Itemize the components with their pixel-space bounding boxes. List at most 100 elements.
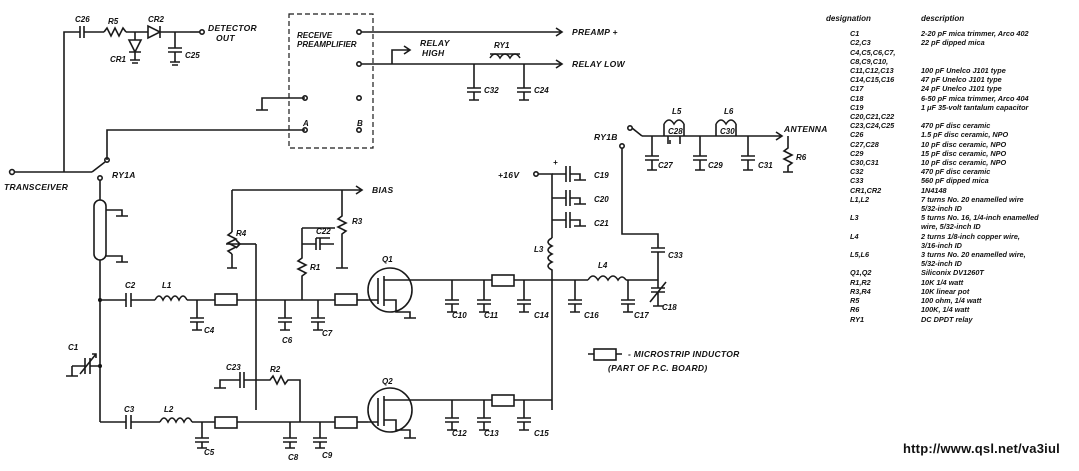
- parts-table-header: designation description: [826, 14, 1071, 23]
- parts-list-table: designation description C1 2-20 pF mica t…: [826, 14, 1071, 324]
- label-c13: C13: [484, 429, 499, 438]
- table-row: 3/16-inch ID: [826, 241, 1071, 250]
- label-c5: C5: [204, 448, 215, 457]
- label-c4: C4: [204, 326, 215, 335]
- designation-cell: C2,C3: [850, 38, 871, 48]
- description-cell: 470 pF disc ceramic: [921, 121, 991, 131]
- description-cell: 6-50 pF mica trimmer, Arco 404: [921, 93, 1029, 103]
- q2-chain: C3 L2 C5 C8 C9 R2 C23 Q2 C12 C13 C15: [100, 363, 552, 462]
- label-c23: C23: [226, 363, 241, 372]
- table-row: C18 6-50 pF mica trimmer, Arco 404: [826, 94, 1071, 103]
- label-c6: C6: [282, 336, 293, 345]
- label-ry1: RY1: [494, 41, 510, 50]
- label-receive-2: PREAMPLIFIER: [297, 40, 357, 49]
- description-cell: 5/32-inch ID: [921, 259, 962, 269]
- designation-cell: [826, 259, 921, 268]
- microstrip-legend: - MICROSTRIP INDUCTOR (PART OF P.C. BOAR…: [588, 348, 740, 373]
- designation-cell: C17: [850, 84, 864, 94]
- label-relay-low: RELAY LOW: [572, 59, 626, 69]
- label-c19: C19: [594, 171, 609, 180]
- label-plus16v: +16V: [498, 170, 520, 180]
- description-cell: 5 turns No. 16, 1/4-inch enamelled: [921, 213, 1039, 223]
- label-c31: C31: [758, 161, 773, 170]
- designation-cell: C1: [850, 29, 860, 39]
- designation-cell: C18: [850, 93, 864, 103]
- label-c32: C32: [484, 86, 499, 95]
- designation-cell: R1,R2: [850, 277, 871, 287]
- designation-cell: L1,L2: [850, 194, 870, 204]
- designation-cell: C23,C24,C25: [850, 121, 895, 131]
- description-cell: 3 turns No. 20 enamelled wire,: [921, 250, 1026, 260]
- input-relay-section: TRANSCEIVER RY1A: [4, 129, 305, 422]
- description-cell: [921, 57, 1071, 66]
- label-c11: C11: [484, 311, 499, 320]
- label-c29: C29: [708, 161, 723, 170]
- description-cell: [921, 48, 1071, 57]
- label-c25: C25: [185, 51, 200, 60]
- label-c21: C21: [594, 219, 609, 228]
- table-row: 5/32-inch ID: [826, 204, 1071, 213]
- label-c2: C2: [125, 281, 136, 290]
- label-l1: L1: [162, 281, 172, 290]
- header-description: description: [921, 14, 965, 23]
- designation-cell: C20,C21,C22: [850, 112, 895, 122]
- label-r3: R3: [352, 217, 363, 226]
- label-cr1: CR1: [110, 55, 127, 64]
- designation-cell: C4,C5,C6,C7,: [850, 47, 896, 57]
- label-antenna: ANTENNA: [783, 124, 828, 134]
- header-designation: designation: [826, 14, 871, 23]
- label-preamp-plus: PREAMP +: [572, 27, 618, 37]
- designation-cell: C33: [850, 176, 864, 186]
- label-microstrip-2: (PART OF P.C. BOARD): [608, 363, 708, 373]
- label-relay-high-2: HIGH: [422, 48, 445, 58]
- description-cell: 10 pF disc ceramic, NPO: [921, 139, 1007, 149]
- detector-section: C26 R5 CR2 CR1 C25 DETECTOR OUT: [63, 15, 257, 172]
- label-c28: C28: [668, 127, 683, 136]
- table-row: C8,C9,C10,: [826, 57, 1071, 66]
- designation-cell: R3,R4: [850, 286, 871, 296]
- label-pin-a: A: [302, 119, 309, 128]
- label-c27: C27: [658, 161, 673, 170]
- label-ry1b: RY1B: [594, 132, 618, 142]
- label-c1: C1: [68, 343, 79, 352]
- source-url[interactable]: http://www.qsl.net/va3iul: [903, 441, 1060, 456]
- label-c16: C16: [584, 311, 599, 320]
- description-cell: 47 pF Unelco J101 type: [921, 75, 1002, 85]
- designation-cell: C19: [850, 102, 864, 112]
- description-cell: 10K linear pot: [921, 286, 970, 296]
- description-cell: 10K 1/4 watt: [921, 277, 964, 287]
- description-cell: 2-20 pF mica trimmer, Arco 402: [921, 29, 1029, 39]
- designation-cell: L3: [850, 213, 859, 223]
- label-c22: C22: [316, 227, 331, 236]
- designation-cell: Q1,Q2: [850, 268, 872, 278]
- label-receive-1: RECEIVE: [297, 31, 333, 40]
- description-cell: Siliconix DV1260T: [921, 268, 984, 278]
- label-l5: L5: [672, 107, 682, 116]
- table-row: C23,C24,C25 470 pF disc ceramic: [826, 121, 1071, 130]
- description-cell: 1.5 pF disc ceramic, NPO: [921, 130, 1009, 140]
- description-cell: 1N4148: [921, 185, 947, 195]
- label-c8: C8: [288, 453, 299, 462]
- label-r2: R2: [270, 365, 281, 374]
- label-detector-out-2: OUT: [216, 33, 235, 43]
- q1-chain: C2 L1 C4 C6 C7 Q1 C10 C11 C14 C16 L4 C17: [100, 255, 677, 345]
- label-r4: R4: [236, 229, 247, 238]
- table-row: L3 5 turns No. 16, 1/4-inch enamelled: [826, 213, 1071, 222]
- designation-cell: C32: [850, 167, 864, 177]
- description-cell: 7 turns No. 20 enamelled wire: [921, 194, 1024, 204]
- description-cell: 1 μF 35-volt tantalum capacitor: [921, 102, 1029, 112]
- description-cell: 560 pF dipped mica: [921, 176, 989, 186]
- description-cell: [921, 112, 1071, 121]
- designation-cell: [826, 204, 921, 213]
- description-cell: wire, 5/32-inch ID: [921, 222, 981, 232]
- description-cell: 24 pF Unelco J101 type: [921, 84, 1002, 94]
